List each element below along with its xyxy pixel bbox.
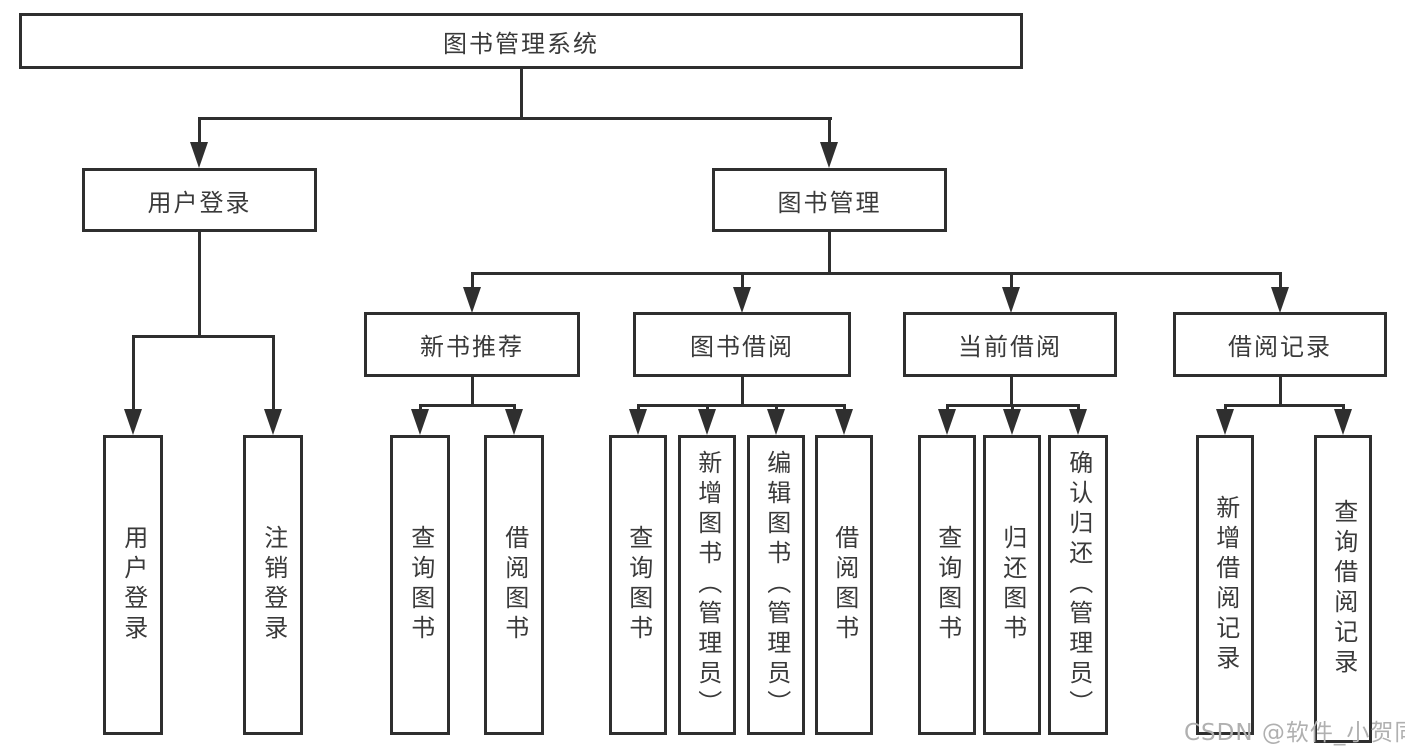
leaf-bb-query-book-label: 查询图书 xyxy=(624,525,653,645)
leaf-user-login-label: 用户登录 xyxy=(119,525,148,645)
leaf-cb-confirm-return: 确认归还（管理员） xyxy=(1048,435,1108,735)
connector-borrow-records-drop xyxy=(1279,377,1282,407)
node-book-management: 图书管理 xyxy=(712,168,947,232)
node-user-login: 用户登录 xyxy=(82,168,317,232)
node-current-borrow-label: 当前借阅 xyxy=(958,333,1062,361)
node-root: 图书管理系统 xyxy=(19,13,1023,69)
leaf-bb-borrow-book: 借阅图书 xyxy=(815,435,873,735)
arrow-to-book-borrow xyxy=(733,287,751,313)
connector-book-borrow-shaft xyxy=(741,272,744,292)
arrow-to-borrow-records xyxy=(1271,287,1289,313)
connector-book-management-drop xyxy=(828,232,831,274)
arrow-to-cb-return-book xyxy=(1003,409,1021,435)
connector-user-login-hline xyxy=(132,335,275,338)
connector-user-login-shaft xyxy=(198,117,201,147)
arrow-to-nb-borrow-book xyxy=(505,409,523,435)
leaf-cb-confirm-return-label: 确认归还（管理员） xyxy=(1064,450,1093,720)
leaf-logout: 注销登录 xyxy=(243,435,303,735)
leaf-cb-return-book: 归还图书 xyxy=(983,435,1041,735)
connector-book-borrow-hline xyxy=(637,404,845,407)
connector-user-login-drop xyxy=(198,232,201,337)
connector-new-book-hline xyxy=(419,404,516,407)
arrow-to-bb-query-book xyxy=(629,409,647,435)
node-borrow-records-label: 借阅记录 xyxy=(1228,333,1332,361)
arrow-to-leaf-user-login xyxy=(124,409,142,435)
node-new-book-recommend: 新书推荐 xyxy=(364,312,580,377)
leaf-bb-add-book: 新增图书（管理员） xyxy=(678,435,736,735)
leaf-cb-return-book-label: 归还图书 xyxy=(998,525,1027,645)
node-new-book-recommend-label: 新书推荐 xyxy=(420,333,524,361)
leaf-nb-borrow-book-label: 借阅图书 xyxy=(500,525,529,645)
connector-level2-hline xyxy=(471,272,1282,275)
arrow-to-br-query-record xyxy=(1334,409,1352,435)
connector-new-book-drop xyxy=(471,377,474,407)
arrow-to-current-borrow xyxy=(1002,287,1020,313)
node-root-label: 图书管理系统 xyxy=(443,29,599,58)
leaf-cb-query-book: 查询图书 xyxy=(918,435,976,735)
connector-book-borrow-drop xyxy=(741,377,744,407)
node-book-management-label: 图书管理 xyxy=(777,188,882,217)
node-current-borrow: 当前借阅 xyxy=(903,312,1117,377)
leaf-nb-borrow-book: 借阅图书 xyxy=(484,435,544,735)
arrow-to-bb-add-book xyxy=(698,409,716,435)
connector-book-management-shaft xyxy=(828,117,831,147)
connector-borrow-records-shaft xyxy=(1279,272,1282,292)
leaf-br-add-record: 新增借阅记录 xyxy=(1196,435,1254,735)
arrow-to-bb-borrow-book xyxy=(835,409,853,435)
connector-current-borrow-drop xyxy=(1010,377,1013,407)
leaf-bb-query-book: 查询图书 xyxy=(609,435,667,735)
arrow-to-book-management xyxy=(820,142,838,168)
arrow-to-leaf-logout xyxy=(264,409,282,435)
leaf-cb-query-book-label: 查询图书 xyxy=(933,525,962,645)
arrow-to-cb-query-book xyxy=(938,409,956,435)
leaf-nb-query-book-label: 查询图书 xyxy=(406,525,435,645)
leaf-bb-edit-book: 编辑图书（管理员） xyxy=(747,435,805,735)
connector-new-book-shaft xyxy=(471,272,474,292)
leaf-br-query-record-label: 查询借阅记录 xyxy=(1329,499,1358,679)
leaf-nb-query-book: 查询图书 xyxy=(390,435,450,735)
leaf-br-add-record-label: 新增借阅记录 xyxy=(1211,495,1240,675)
node-book-borrow: 图书借阅 xyxy=(633,312,851,377)
leaf-bb-borrow-book-label: 借阅图书 xyxy=(830,525,859,645)
connector-leaf-user-login-shaft xyxy=(132,335,135,411)
connector-level1-hline xyxy=(198,117,832,120)
node-borrow-records: 借阅记录 xyxy=(1173,312,1387,377)
connector-root-drop xyxy=(520,69,523,119)
leaf-bb-add-book-label: 新增图书（管理员） xyxy=(693,450,722,720)
leaf-logout-label: 注销登录 xyxy=(259,525,288,645)
watermark: CSDN @软件_小贺同学 xyxy=(1184,720,1405,746)
node-user-login-label: 用户登录 xyxy=(147,188,252,217)
arrow-to-nb-query-book xyxy=(411,409,429,435)
arrow-to-bb-edit-book xyxy=(767,409,785,435)
node-book-borrow-label: 图书借阅 xyxy=(690,333,794,361)
arrow-to-br-add-record xyxy=(1216,409,1234,435)
connector-leaf-logout-shaft xyxy=(272,335,275,411)
connector-current-borrow-shaft xyxy=(1010,272,1013,292)
arrow-to-cb-confirm-return xyxy=(1069,409,1087,435)
arrow-to-user-login xyxy=(190,142,208,168)
arrow-to-new-book-recommend xyxy=(463,287,481,313)
leaf-br-query-record: 查询借阅记录 xyxy=(1314,435,1372,743)
leaf-bb-edit-book-label: 编辑图书（管理员） xyxy=(762,450,791,720)
connector-borrow-records-hline xyxy=(1224,404,1344,407)
leaf-user-login: 用户登录 xyxy=(103,435,163,735)
